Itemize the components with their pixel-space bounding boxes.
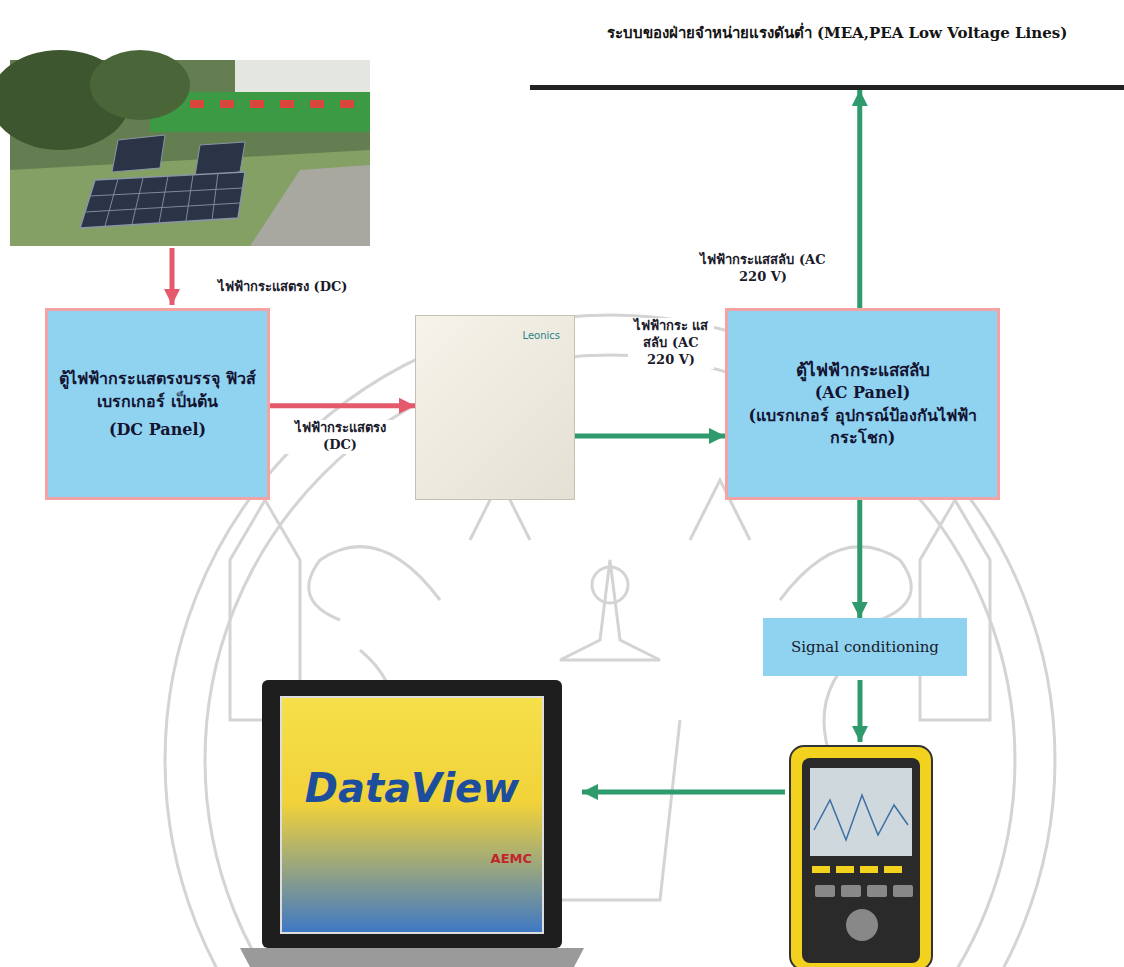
node-text: (AC Panel) <box>815 382 911 404</box>
seal-outline <box>165 315 1055 967</box>
signal-arrow <box>858 680 863 742</box>
flow-label: ไฟฟ้ากระแสตรง (DC) <box>218 276 347 297</box>
dc-arrow <box>170 248 175 305</box>
edge-label: ไฟฟ้ากระ แสสลับ (AC 220 V) <box>628 318 714 369</box>
signal-conditioning-box: Signal conditioning <box>763 618 967 676</box>
node-text: (DC Panel) <box>109 418 206 441</box>
flow-arrow <box>857 90 862 308</box>
flow-arrow <box>857 500 862 618</box>
node-text: AEMC <box>491 851 532 866</box>
tree <box>90 50 190 120</box>
dataview-screen: DataViewAEMC <box>280 696 544 934</box>
flow-arrow <box>575 433 725 438</box>
flow-arrow <box>270 403 415 408</box>
power-analyzer <box>790 746 932 967</box>
node-text: ระบบของฝ่ายจำหน่ายแรงดันต่ำ (MEA,PEA Low… <box>607 24 1068 44</box>
node-text: ตู้ไฟฟ้ากระแสตรงบรรจุ ฟิวส์ เบรกเกอร์ เป… <box>56 367 259 413</box>
node-text: DataView <box>305 765 519 811</box>
lawn <box>10 150 370 246</box>
inverter-box: Leonics <box>415 315 575 500</box>
edge-label: ไฟฟ้ากระแสสลับ (AC 220 V) <box>698 252 828 286</box>
laptop <box>240 680 584 967</box>
walkway <box>250 165 370 246</box>
node-text: ตู้ไฟฟ้ากระแสสลับ <box>796 359 930 383</box>
solar-panels <box>80 135 245 228</box>
node-text: (แบรกเกอร์ อุปกรณ์ป้องกันไฟฟ้ากระโชก) <box>736 405 989 450</box>
fence-pattern <box>160 100 354 108</box>
grid-line-band: ระบบของฝ่ายจำหน่ายแรงดันต่ำ (MEA,PEA Low… <box>530 18 1124 90</box>
edge-label: ไฟฟ้ากระแสตรง (DC) <box>280 420 400 454</box>
node-text: Signal conditioning <box>791 638 939 656</box>
ac-panel-box: ตู้ไฟฟ้ากระแสสลับ(AC Panel)(แบรกเกอร์ อุ… <box>725 308 1000 500</box>
dc-panel-box: ตู้ไฟฟ้ากระแสตรงบรรจุ ฟิวส์ เบรกเกอร์ เป… <box>45 308 270 500</box>
data-arrow <box>582 790 785 795</box>
node-text: Leonics <box>523 330 561 341</box>
